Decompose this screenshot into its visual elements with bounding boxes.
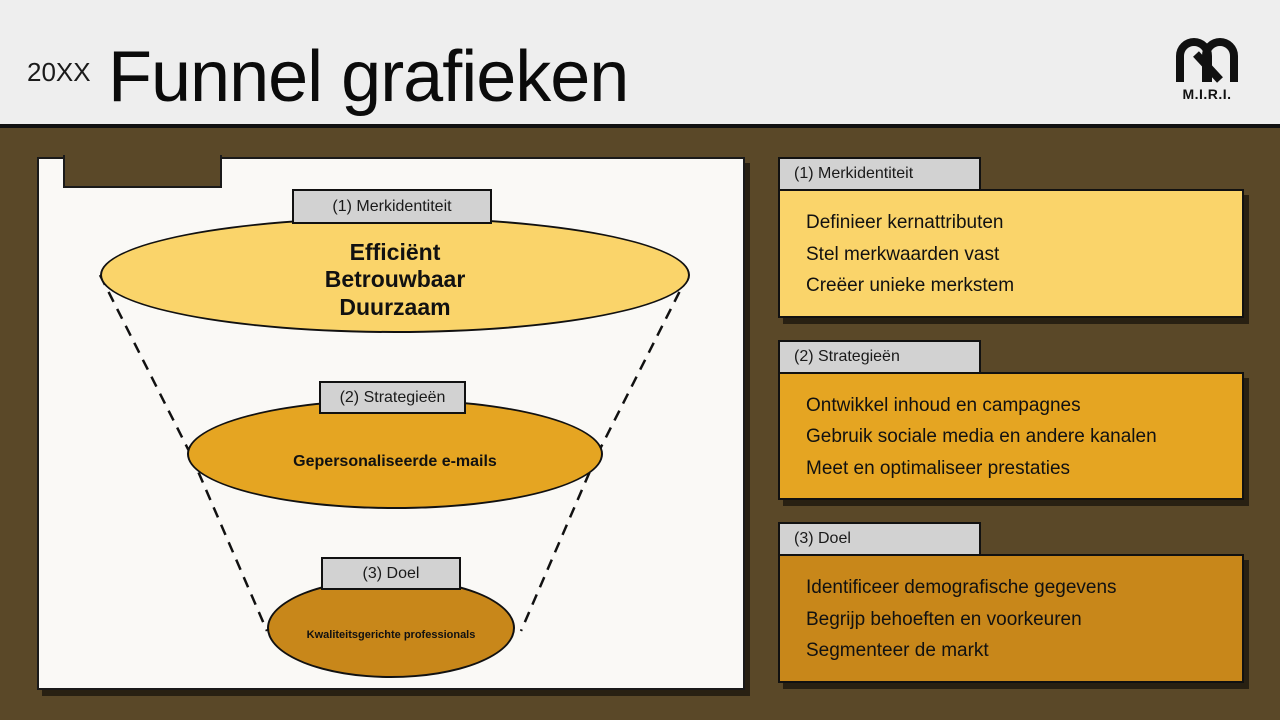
detail-card-3-line-3: Segmenteer de markt <box>806 640 989 662</box>
detail-card-2-line-1: Ontwikkel inhoud en campagnes <box>806 394 1081 416</box>
detail-card-1: (1) Merkidentiteit Definieer kernattribu… <box>778 157 1244 318</box>
detail-card-1-line-2: Stel merkwaarden vast <box>806 243 1000 265</box>
funnel-stage-1-badge: (1) Merkidentiteit <box>292 189 492 224</box>
detail-card-3-tab[interactable]: (3) Doel <box>778 522 981 557</box>
funnel-ellipse-3: Kwaliteitsgerichte professionals <box>267 578 515 678</box>
detail-card-1-body: Definieer kernattributen Stel merkwaarde… <box>778 189 1244 318</box>
funnel-stage-3-text: Kwaliteitsgerichte professionals <box>306 628 476 641</box>
detail-card-3: (3) Doel Identificeer demografische gege… <box>778 522 1244 683</box>
detail-card-2-tab-label: (2) Strategieën <box>794 347 900 365</box>
detail-card-2-body: Ontwikkel inhoud en campagnes Gebruik so… <box>778 371 1244 501</box>
funnel-diagram-panel: Efficiënt Betrouwbaar Duurzaam (1) Merki… <box>37 157 745 690</box>
funnel-ellipse-1: Efficiënt Betrouwbaar Duurzaam <box>100 217 690 333</box>
detail-card-1-tab[interactable]: (1) Merkidentiteit <box>778 157 981 191</box>
page-title: Funnel grafieken <box>108 37 629 117</box>
detail-card-2: (2) Strategieën Ontwikkel inhoud en camp… <box>778 339 1244 501</box>
funnel-stage-3-badge-label: (3) Doel <box>362 564 420 582</box>
panel-corner-notch <box>63 155 222 188</box>
m-monogram-logo-icon <box>1170 36 1244 84</box>
funnel-stage-2-badge-label: (2) Strategieën <box>339 388 446 406</box>
slide-header: 20XX Funnel grafieken M.I.R.I. <box>0 0 1280 128</box>
detail-card-2-line-3: Meet en optimaliseer prestaties <box>806 457 1071 479</box>
detail-card-3-line-1: Identificeer demografische gegevens <box>806 577 1117 599</box>
detail-card-1-line-3: Creëer unieke merkstem <box>806 275 1015 297</box>
funnel-stage-1-badge-label: (1) Merkidentiteit <box>332 197 452 215</box>
funnel-ellipse-2: Gepersonaliseerde e-mails <box>187 399 603 509</box>
detail-card-3-line-2: Begrijp behoeften en voorkeuren <box>806 608 1082 630</box>
funnel-stage-2-badge: (2) Strategieën <box>319 381 466 414</box>
year-label: 20XX <box>27 57 91 87</box>
detail-card-2-line-2: Gebruik sociale media en andere kanalen <box>806 426 1157 448</box>
logo-text: M.I.R.I. <box>1182 86 1232 102</box>
details-card-list: (1) Merkidentiteit Definieer kernattribu… <box>778 157 1244 705</box>
funnel-stage-3-badge: (3) Doel <box>321 557 461 590</box>
detail-card-1-line-1: Definieer kernattributen <box>806 212 1004 233</box>
funnel-stage-2-text: Gepersonaliseerde e-mails <box>293 452 497 470</box>
brand-logo: M.I.R.I. <box>1170 36 1244 102</box>
detail-card-1-tab-label: (1) Merkidentiteit <box>794 165 914 182</box>
detail-card-2-tab[interactable]: (2) Strategieën <box>778 339 981 374</box>
detail-card-3-body: Identificeer demografische gegevens Begr… <box>778 554 1244 683</box>
funnel-stage-1-text: Efficiënt Betrouwbaar Duurzaam <box>324 239 466 320</box>
detail-card-3-tab-label: (3) Doel <box>794 530 851 548</box>
